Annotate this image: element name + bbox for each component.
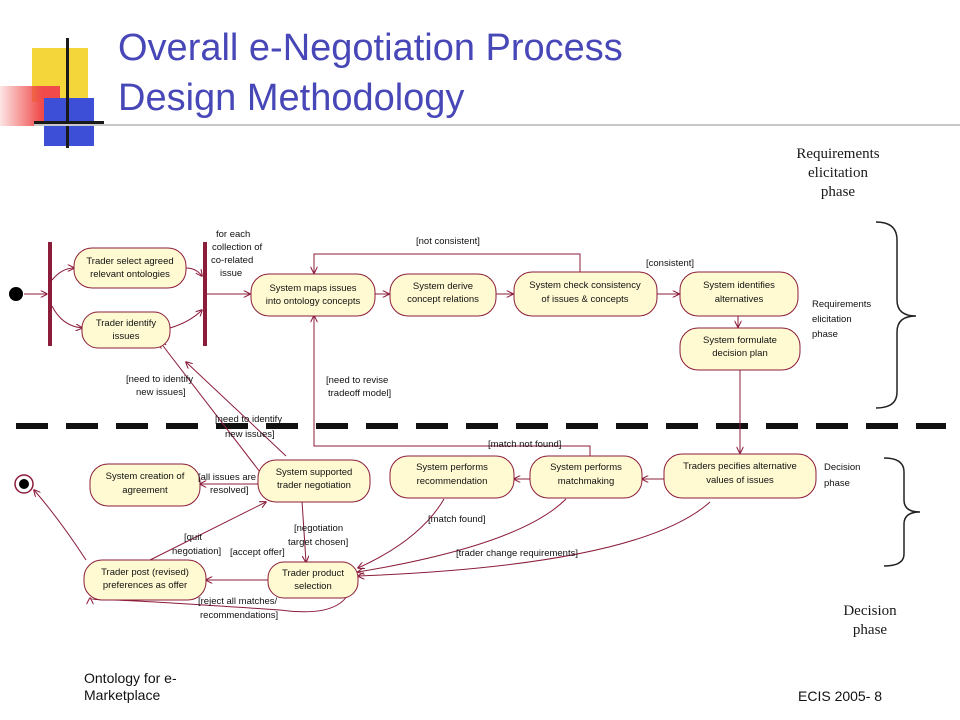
guard-label: [match not found] <box>488 439 561 450</box>
fork-bar <box>48 242 52 346</box>
guard-label: [accept offer] <box>230 547 285 558</box>
node-label: System formulate <box>703 335 777 346</box>
guard-labels: for each collection of co-related issue … <box>126 229 871 621</box>
decision-brace <box>883 457 921 567</box>
node-recommendation <box>389 455 515 499</box>
node-label: System performs <box>416 462 488 473</box>
end-node <box>19 479 29 489</box>
guard-label: new issues] <box>136 387 186 398</box>
inner-phase-label: phase <box>824 478 850 489</box>
node-label: System supported <box>276 467 353 478</box>
node-creation-agreement <box>89 463 201 507</box>
slide-title-line-2: Design Methodology <box>118 77 465 119</box>
inner-phase-label: Requirements <box>812 299 871 310</box>
node-label: of issues & concepts <box>541 294 628 305</box>
guard-label: target chosen] <box>288 537 348 548</box>
node-identify-alternatives <box>679 271 799 317</box>
guard-label: tradeoff model] <box>328 388 391 399</box>
guard-label: recommendations] <box>200 610 278 621</box>
guard-label: [need to identify <box>126 374 193 385</box>
node-label: concept relations <box>407 294 479 305</box>
inner-phase-label: phase <box>812 329 838 340</box>
footer-left: Ontology for e- Marketplace <box>84 670 177 704</box>
activity-nodes <box>73 247 817 601</box>
node-label: relevant ontologies <box>90 269 170 280</box>
node-label: System creation of <box>106 471 185 482</box>
node-label: System check consistency <box>529 280 641 291</box>
requirements-label-line: phase <box>820 184 856 200</box>
node-labels: Trader select agreed relevant ontologies… <box>86 256 797 592</box>
node-label: System performs <box>550 462 622 473</box>
node-check-consistency <box>513 271 658 317</box>
requirements-label-line: Requirements <box>796 146 880 162</box>
node-label: Trader product <box>282 568 344 579</box>
node-label: selection <box>294 581 332 592</box>
guard-label: [need to identify <box>215 414 282 425</box>
guard-label: for each <box>216 229 250 240</box>
node-formulate-plan <box>679 327 801 371</box>
edges <box>24 253 740 613</box>
node-product-selection <box>267 561 359 599</box>
node-label: alternatives <box>715 294 764 305</box>
decision-phase-label: Decision phase <box>830 602 910 640</box>
footer-page-number: ECIS 2005- 8 <box>798 688 883 704</box>
inner-phase-label: elicitation <box>812 314 852 325</box>
node-label: Trader identify <box>96 318 157 329</box>
node-label: System identifies <box>703 280 775 291</box>
node-maps-issues <box>250 273 376 317</box>
guard-label: [reject all matches/ <box>198 596 278 607</box>
footer-left-line: Marketplace <box>84 687 161 703</box>
node-post-preferences <box>83 559 207 601</box>
node-label: trader negotiation <box>277 480 351 491</box>
join-bar <box>203 242 207 346</box>
node-label: decision plan <box>712 348 767 359</box>
guard-label: [match found] <box>428 514 486 525</box>
guard-label: collection of <box>212 242 263 253</box>
node-label: Traders pecifies alternative <box>683 461 797 472</box>
decision-label-line: Decision <box>843 603 897 619</box>
guard-label: [all issues are <box>198 472 256 483</box>
node-label: preferences as offer <box>103 580 187 591</box>
footer-left-line: Ontology for e- <box>84 670 177 686</box>
guard-label: co-related <box>211 255 253 266</box>
node-label: recommendation <box>417 476 488 487</box>
node-derive-relations <box>389 273 497 317</box>
node-select-ontologies <box>73 247 187 289</box>
node-label: issues <box>113 331 140 342</box>
node-label: System derive <box>413 281 473 292</box>
decision-label-line: phase <box>852 622 888 638</box>
guard-label: [negotiation <box>294 523 343 534</box>
node-label: Trader post (revised) <box>101 567 189 578</box>
guard-label: issue <box>220 268 242 279</box>
node-label: into ontology concepts <box>266 296 361 307</box>
start-node <box>9 287 23 301</box>
title-underline <box>34 124 960 126</box>
requirements-brace <box>875 221 917 409</box>
inner-phase-label: Decision <box>824 462 860 473</box>
guard-label: [need to revise <box>326 375 388 386</box>
node-specify-values <box>663 453 817 499</box>
node-matchmaking <box>529 455 643 499</box>
guard-label: resolved] <box>210 485 249 496</box>
slide-title-line-1: Overall e-Negotiation Process <box>118 27 623 69</box>
requirements-label-line: elicitation <box>808 165 868 181</box>
guard-label: [consistent] <box>646 258 694 269</box>
node-supported-negotiation <box>257 459 371 503</box>
guard-label: new issues] <box>225 429 275 440</box>
deco-vertical-line <box>66 38 69 148</box>
guard-label: [not consistent] <box>416 236 480 247</box>
node-label: Trader select agreed <box>86 256 173 267</box>
requirements-phase-label: Requirements elicitation phase <box>776 145 900 202</box>
deco-horizontal-line <box>34 121 104 124</box>
node-label: agreement <box>122 485 168 496</box>
guard-label: negotiation] <box>172 546 221 557</box>
guard-label: [trader change requirements] <box>456 548 578 559</box>
node-label: System maps issues <box>269 283 356 294</box>
node-label: values of issues <box>706 475 774 486</box>
guard-label: [quit <box>184 532 202 543</box>
node-identify-issues <box>81 311 171 349</box>
node-label: matchmaking <box>558 476 615 487</box>
